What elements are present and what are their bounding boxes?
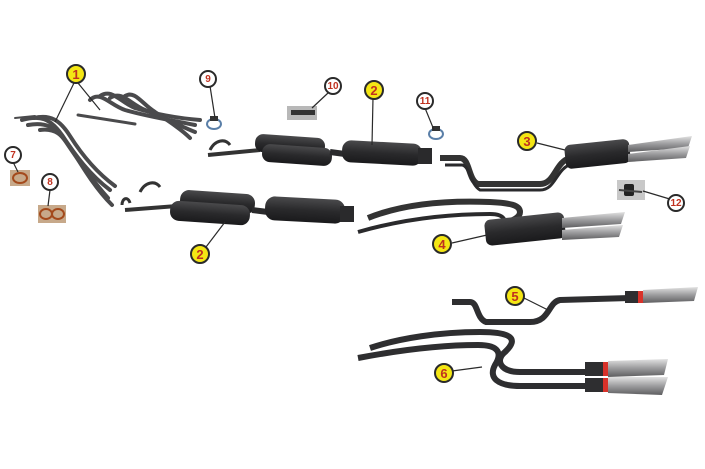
callout-label: 11 [419, 95, 431, 107]
callout-label: 8 [47, 176, 53, 188]
callout-12: 12 [667, 194, 685, 212]
rear-muffler-3 [440, 136, 692, 192]
callout-2-lower: 2 [190, 244, 210, 264]
clamp-9 [206, 116, 222, 130]
bracket-10 [287, 106, 317, 120]
callout-label: 7 [10, 149, 16, 161]
callout-label: 10 [327, 80, 339, 92]
headers-left [14, 114, 117, 207]
callout-1: 1 [66, 64, 86, 84]
callout-4: 4 [432, 234, 452, 254]
hanger-12 [617, 180, 645, 200]
callout-3: 3 [517, 131, 537, 151]
callout-11: 11 [416, 92, 434, 110]
rear-pipe-6 [357, 328, 668, 395]
callout-label: 2 [370, 82, 378, 98]
callout-8: 8 [41, 173, 59, 191]
callout-9: 9 [199, 70, 217, 88]
gasket-8 [38, 205, 66, 223]
callout-label: 4 [438, 236, 446, 252]
clamp-11 [428, 126, 444, 140]
callout-5: 5 [505, 286, 525, 306]
headers-right [76, 91, 202, 140]
callout-label: 3 [523, 133, 531, 149]
rear-muffler-4 [357, 198, 625, 246]
callout-6: 6 [434, 363, 454, 383]
rear-pipe-5 [452, 287, 698, 325]
front-muffler-lower [120, 181, 354, 226]
callout-label: 5 [511, 288, 519, 304]
front-muffler-upper [207, 134, 432, 166]
leader-lines [12, 82, 674, 372]
callout-label: 12 [670, 197, 682, 209]
gasket-7 [10, 170, 30, 186]
callout-label: 1 [72, 66, 80, 82]
callout-7: 7 [4, 146, 22, 164]
callout-2-upper: 2 [364, 80, 384, 100]
callout-10: 10 [324, 77, 342, 95]
callout-label: 9 [205, 73, 211, 85]
callout-label: 2 [196, 246, 204, 262]
callout-label: 6 [440, 365, 448, 381]
